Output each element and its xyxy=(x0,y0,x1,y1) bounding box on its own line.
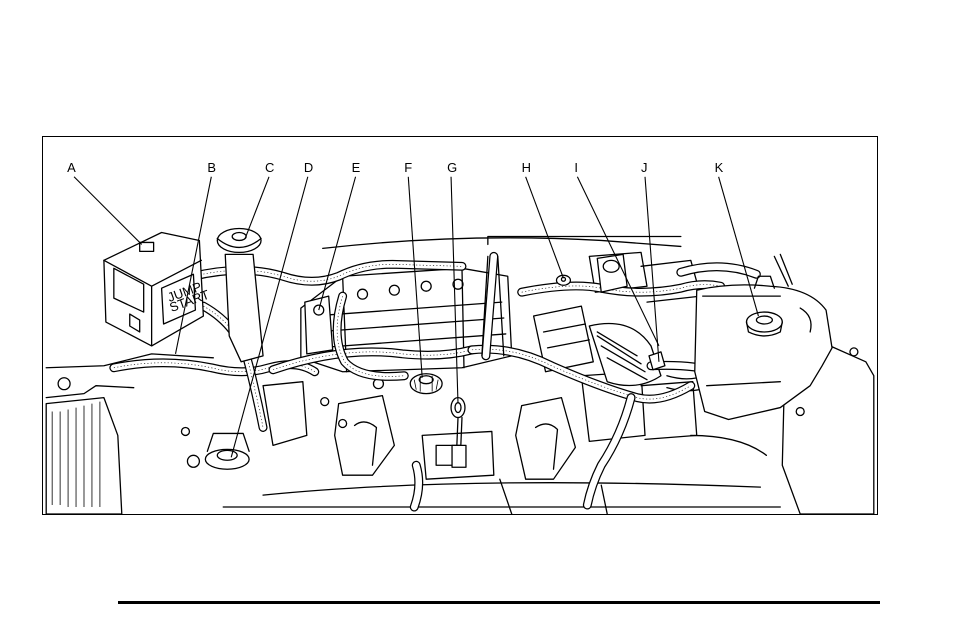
callout-label-j: J xyxy=(641,160,647,175)
engine-compartment-figure: JUMP START xyxy=(42,136,878,515)
leader-line-a xyxy=(74,177,142,245)
callout-labels: A B C D E F G H I J K xyxy=(67,160,724,175)
fuse-block-component: JUMP START xyxy=(104,232,211,345)
callout-label-b: B xyxy=(207,160,216,175)
callout-label-g: G xyxy=(447,160,457,175)
valve-cover-sensor-component xyxy=(305,296,333,354)
callout-label-f: F xyxy=(404,160,412,175)
leader-line-c xyxy=(245,177,269,239)
callout-label-a: A xyxy=(67,160,76,175)
callout-label-d: D xyxy=(304,160,313,175)
leader-line-j xyxy=(645,177,659,362)
fill-tube-component xyxy=(217,229,263,362)
leader-line-h xyxy=(526,177,564,278)
callout-label-k: K xyxy=(715,160,724,175)
callout-label-e: E xyxy=(352,160,361,175)
reservoir-cap-component xyxy=(205,433,249,469)
small-reservoir-component xyxy=(597,254,627,292)
engine-illustration: JUMP START xyxy=(43,137,877,514)
callout-label-h: H xyxy=(522,160,531,175)
page-footer-rule xyxy=(118,601,880,604)
callout-label-i: I xyxy=(574,160,578,175)
callout-label-c: C xyxy=(265,160,274,175)
oil-fill-cap-component xyxy=(410,374,442,394)
